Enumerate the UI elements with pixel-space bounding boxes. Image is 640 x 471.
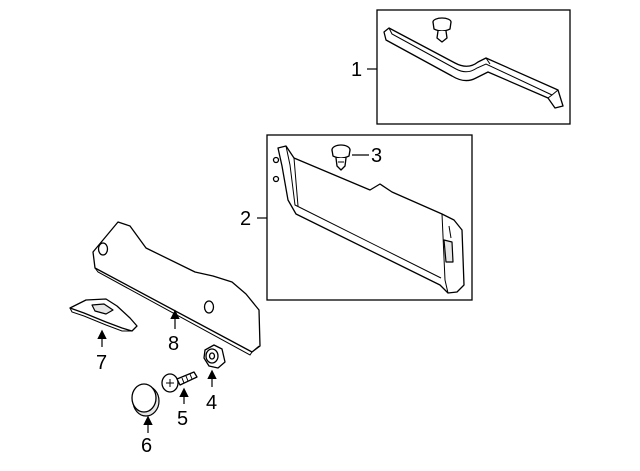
part-1-box — [376, 9, 571, 125]
part-6-cap — [131, 383, 157, 413]
callout-1: 1 — [351, 59, 362, 81]
part-7-group: 7 — [69, 298, 138, 374]
part-1-group: 1 — [351, 9, 571, 125]
part-8-hole-left — [97, 242, 109, 256]
part-2-group: 3 2 — [240, 134, 473, 301]
part-8-hole-right — [203, 300, 215, 314]
callout-7: 7 — [96, 352, 107, 374]
callout-3: 3 — [371, 145, 382, 167]
part-5-group: 5 — [161, 371, 198, 430]
part-3-fastener-icon — [331, 144, 351, 171]
callout-5: 5 — [177, 408, 188, 430]
callout-6: 6 — [141, 435, 152, 457]
callout-8: 8 — [168, 333, 179, 355]
callout-4: 4 — [206, 392, 217, 414]
part-2-panel — [277, 145, 465, 294]
part-8-group: 8 — [92, 221, 261, 356]
part-1-clip-icon — [432, 17, 452, 43]
part-7-clip — [69, 298, 138, 332]
part-1-trim-strip — [383, 27, 564, 109]
callout-2: 2 — [240, 208, 251, 230]
part-4-group: 4 — [203, 344, 226, 414]
part-6-group: 6 — [131, 383, 160, 457]
